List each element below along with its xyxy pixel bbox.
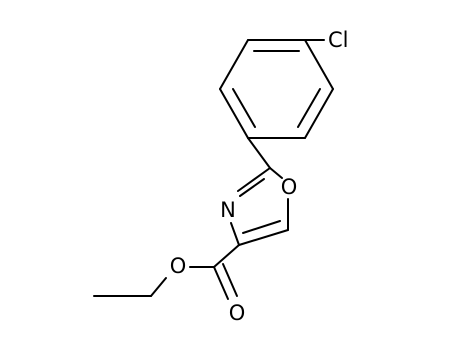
bond-benzene-5-inner xyxy=(232,88,256,128)
bond-o-ch2 xyxy=(150,277,167,297)
bond-phenyl-oxazole xyxy=(247,137,271,169)
atom-ester-oxygen: O xyxy=(170,254,187,278)
bond-benzene-2 xyxy=(304,39,334,90)
atom-carbonyl-oxygen: O xyxy=(229,301,246,325)
bond-c4-carbonyl xyxy=(213,244,240,268)
bond-carbonyl-o-double-a xyxy=(213,266,229,300)
bond-c2-o1 xyxy=(269,167,283,179)
bond-c2-n3 xyxy=(237,167,271,192)
bond-benzene-6 xyxy=(219,39,249,90)
bond-carbonyl-o-double-b xyxy=(222,263,238,297)
bond-c5-c4-inner xyxy=(242,220,281,234)
bond-c2-n3-double xyxy=(239,178,265,197)
bond-c5-c4 xyxy=(238,229,289,246)
atom-labels: Cl N O O O xyxy=(170,28,349,325)
bond-benzene-3-inner xyxy=(297,88,321,128)
bonds xyxy=(93,39,334,300)
atom-nitrogen: N xyxy=(220,198,236,222)
bond-benzene-3 xyxy=(304,88,334,139)
atom-ring-oxygen: O xyxy=(281,175,298,199)
bond-c4-n3 xyxy=(230,222,240,246)
atom-chlorine: Cl xyxy=(328,28,349,52)
bond-benzene-5 xyxy=(219,88,249,139)
